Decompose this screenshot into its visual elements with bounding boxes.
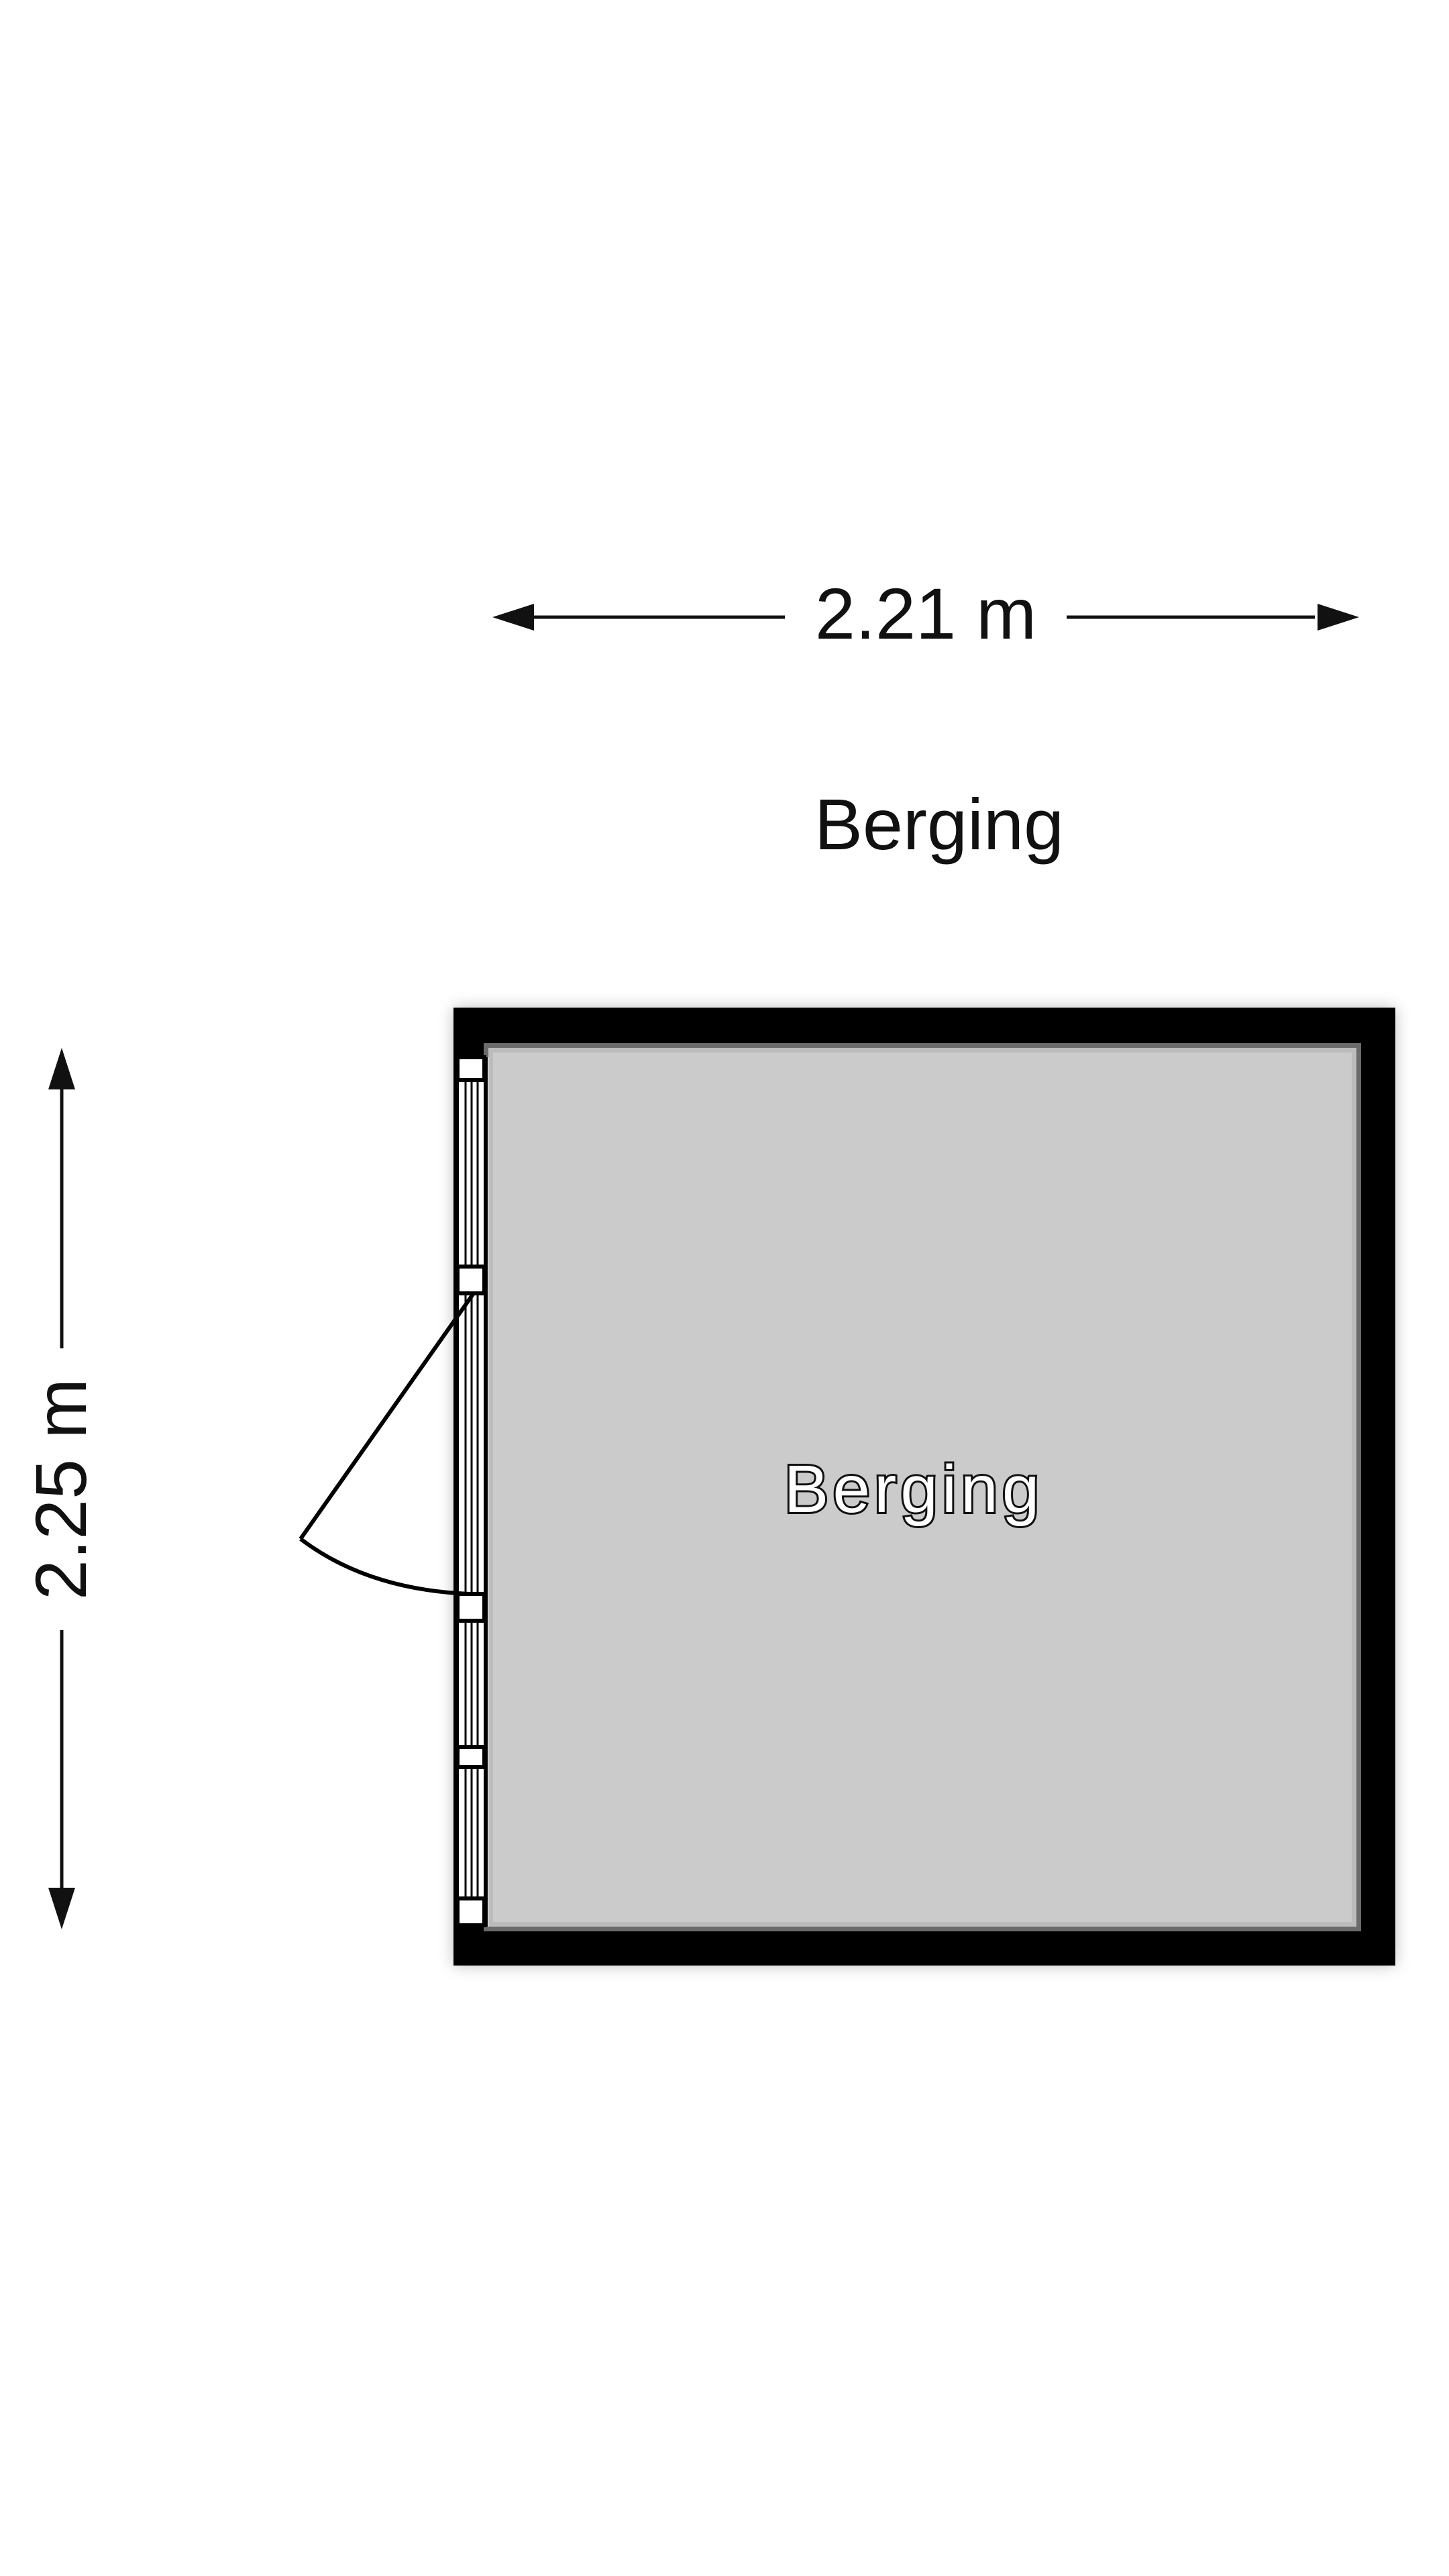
room-label: Berging (784, 1452, 1044, 1527)
width-dimension: 2.21 m (492, 573, 1359, 654)
mullion-block (455, 1745, 486, 1769)
door-swing (299, 1292, 476, 1596)
width-dimension-label: 2.21 m (815, 573, 1036, 654)
arrow-down-icon (48, 1888, 75, 1929)
room-berging: Berging (299, 1008, 1395, 1966)
door-leaf (299, 1292, 476, 1540)
mullion-block (455, 1896, 486, 1927)
arrow-right-icon (1318, 604, 1359, 631)
plan-title: Berging (814, 784, 1064, 865)
arrow-left-icon (492, 604, 534, 631)
mullion-block (455, 1592, 486, 1623)
room-floor (488, 1048, 1356, 1927)
mullion-block (455, 1055, 486, 1082)
height-dimension: 2.25 m (20, 1048, 101, 1929)
arrow-up-icon (48, 1048, 75, 1089)
mullion-block (455, 1265, 486, 1295)
door-swing-arc (299, 1537, 470, 1596)
door-frame (455, 1055, 488, 1927)
height-dimension-label: 2.25 m (20, 1379, 101, 1600)
